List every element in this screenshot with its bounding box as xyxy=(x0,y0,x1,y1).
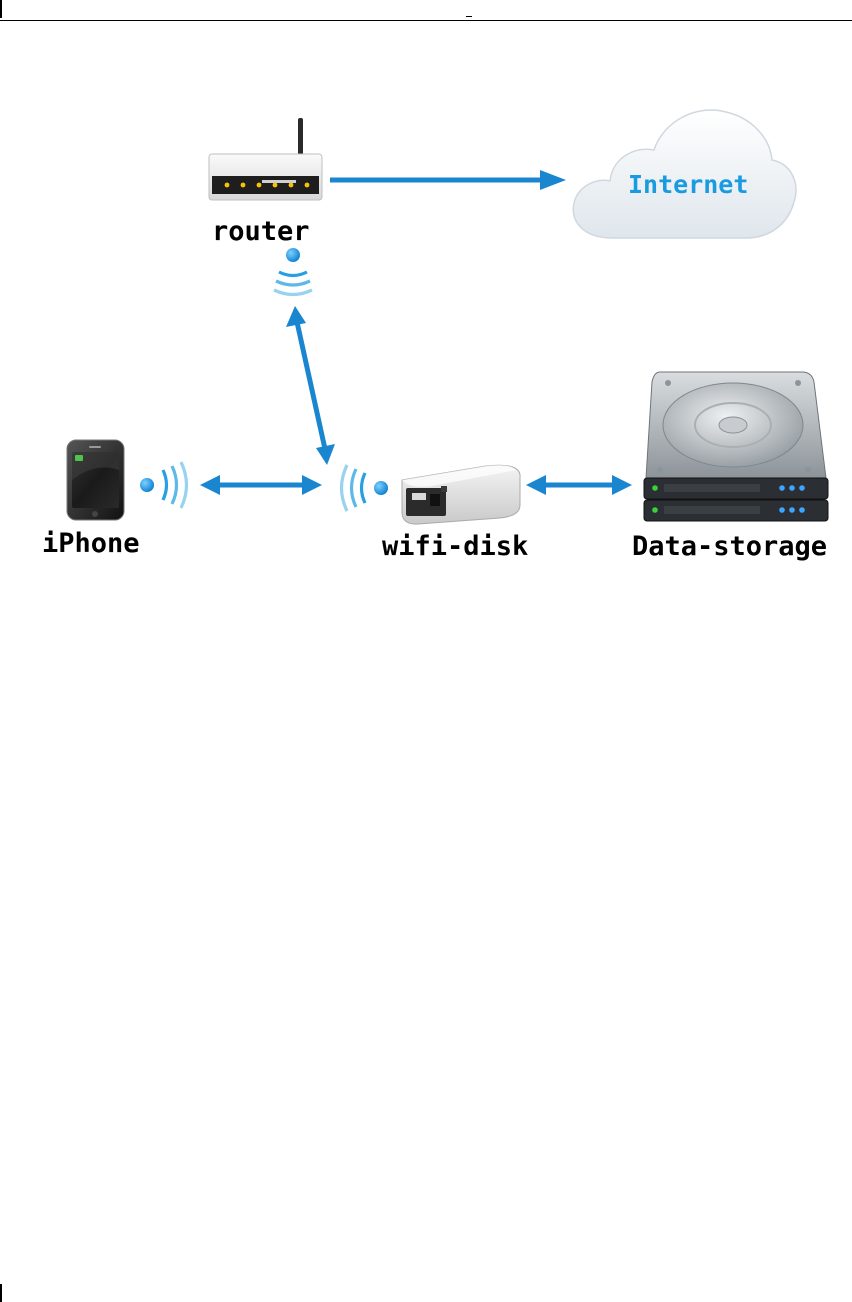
network-diagram xyxy=(0,0,852,620)
wifi-disk-label: wifi-disk xyxy=(382,533,528,560)
page-corner-mark-bottom xyxy=(0,1284,2,1302)
data-storage-label: Data-storage xyxy=(632,533,827,560)
iphone-label: iPhone xyxy=(42,530,140,557)
wifi-disk-wifi-signal-icon xyxy=(342,465,389,511)
arrow-router-wifi-disk xyxy=(286,306,335,465)
internet-label: Internet xyxy=(628,172,748,197)
arrow-router-to-internet xyxy=(330,170,566,190)
data-storage-icon xyxy=(644,372,828,521)
router-wifi-signal-icon xyxy=(274,248,312,295)
router-icon xyxy=(209,118,322,200)
iphone-wifi-signal-icon xyxy=(140,462,187,508)
router-label: router xyxy=(212,218,310,245)
wifi-disk-icon xyxy=(402,465,520,524)
arrow-wifi-disk-data-storage xyxy=(526,475,632,495)
iphone-icon xyxy=(67,440,124,520)
arrow-iphone-wifi-disk xyxy=(200,475,322,495)
